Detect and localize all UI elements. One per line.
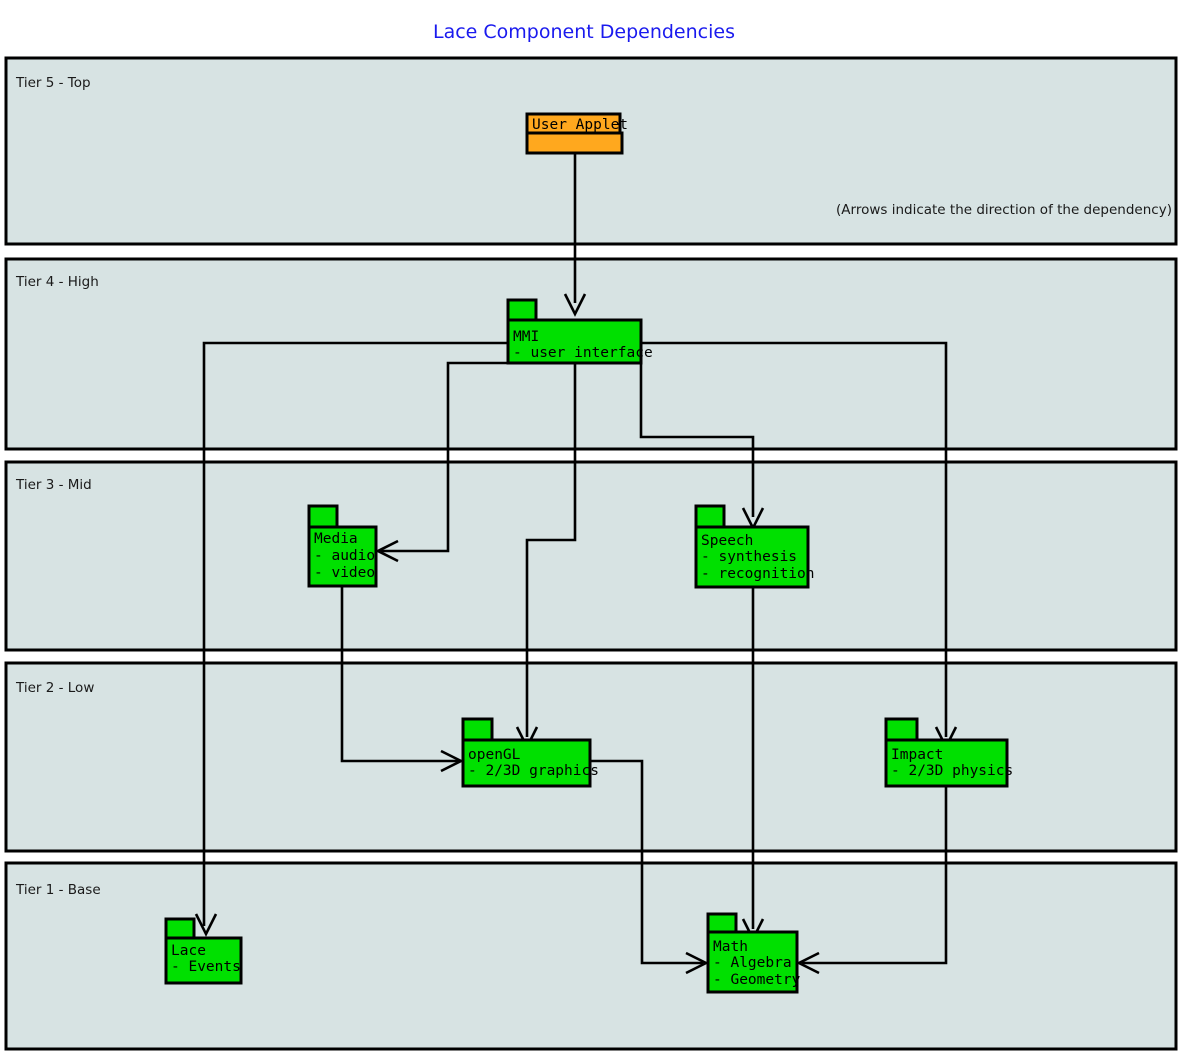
package-line-impact-1: - 2/3D physics [891, 763, 1013, 779]
package-body-user-applet [525, 131, 624, 155]
arrowhead-mmi-top [563, 293, 587, 317]
package-media[interactable]: Media - audio - video [307, 504, 378, 588]
tier-band-tier3 [4, 460, 1178, 652]
edge-mmi-to-impact [641, 341, 948, 737]
edge-mmi-to-lace [202, 341, 508, 926]
package-line-lace-1: - Events [171, 959, 241, 975]
package-body-lace [164, 936, 243, 985]
package-user-applet[interactable]: User Applet [525, 112, 628, 155]
arrowhead-math-left [685, 951, 709, 975]
package-line-math-1: - Algebra [713, 955, 792, 971]
package-tab-impact [884, 717, 919, 742]
legend-note: (Arrows indicate the direction of the de… [836, 202, 1172, 218]
package-body-opengl [461, 738, 592, 788]
package-mmi[interactable]: MMI - user interface [506, 298, 653, 365]
package-tab-mmi [506, 298, 538, 322]
package-line-math-2: - Geometry [713, 972, 801, 988]
edge-media-to-opengl [340, 586, 458, 763]
package-name-media: Media [314, 531, 358, 547]
tier-label-tier1: Tier 1 - Base [15, 882, 101, 898]
package-tab-speech [694, 504, 726, 529]
package-line-mmi-1: - user interface [513, 345, 653, 361]
tier-label-tier4: Tier 4 - High [15, 274, 99, 290]
package-line-media-2: - video [314, 565, 375, 581]
tier-label-tier2: Tier 2 - Low [15, 680, 94, 696]
package-name-lace: Lace [171, 943, 206, 959]
package-body-impact [884, 738, 1009, 788]
package-impact[interactable]: Impact - 2/3D physics [884, 717, 1013, 788]
edge-mmi-to-speech [639, 363, 755, 517]
edge-opengl-to-math [590, 759, 703, 965]
arrowhead-math-right [796, 951, 820, 975]
package-name-mmi: MMI [513, 329, 539, 345]
package-tab-lace [164, 917, 196, 940]
package-tab-media [307, 504, 339, 529]
package-line-speech-1: - synthesis [701, 549, 797, 565]
edge-mmi-to-media [381, 361, 508, 553]
package-body-mmi [506, 318, 643, 365]
package-tab-opengl [461, 717, 494, 742]
package-lace[interactable]: Lace - Events [164, 917, 243, 985]
edge-mmi-to-opengl [525, 363, 577, 737]
package-opengl[interactable]: openGL - 2/3D graphics [461, 717, 599, 788]
package-body-speech [694, 525, 810, 589]
page-title: Lace Component Dependencies [433, 21, 735, 43]
arrowhead-opengl-left [440, 749, 464, 773]
package-line-speech-2: - recognition [701, 566, 815, 582]
package-name-opengl: openGL [468, 747, 521, 763]
package-name-math: Math [713, 939, 748, 955]
package-name-speech: Speech [701, 533, 753, 549]
package-name-user-applet: User Applet [532, 117, 628, 133]
package-name-impact: Impact [891, 747, 943, 763]
package-body-media [307, 525, 378, 588]
arrowhead-media-right [375, 539, 399, 563]
arrowhead-lace-top [194, 913, 218, 937]
package-body-math [706, 930, 799, 994]
tier-label-tier5: Tier 5 - Top [15, 75, 91, 91]
tier-label-tier3: Tier 3 - Mid [15, 477, 92, 493]
package-speech[interactable]: Speech - synthesis - recognition [694, 504, 815, 589]
package-line-opengl-1: - 2/3D graphics [468, 763, 599, 779]
package-line-media-1: - audio [314, 548, 375, 564]
package-math[interactable]: Math - Algebra - Geometry [706, 912, 801, 994]
edge-impact-to-math [802, 786, 948, 965]
package-tab-math [706, 912, 738, 934]
